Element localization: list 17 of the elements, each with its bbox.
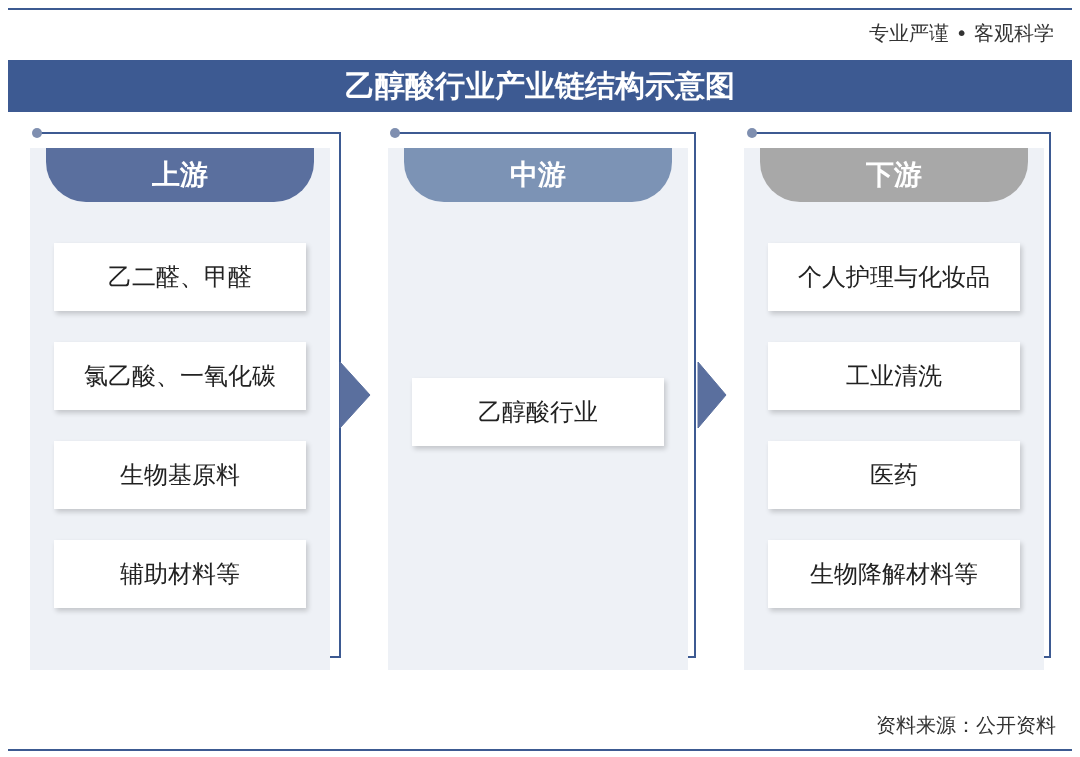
chevron-arrow xyxy=(697,361,727,429)
item-box: 医药 xyxy=(768,441,1020,509)
item-box: 工业清洗 xyxy=(768,342,1020,410)
slogan: 专业严谨 • 客观科学 xyxy=(869,20,1054,47)
stage-header: 下游 xyxy=(760,148,1028,202)
stage-header: 上游 xyxy=(46,148,314,202)
item-box: 生物降解材料等 xyxy=(768,540,1020,608)
chevron-arrow xyxy=(339,361,371,429)
item-box: 生物基原料 xyxy=(54,441,306,509)
item-box: 氯乙酸、一氧化碳 xyxy=(54,342,306,410)
item-box: 辅助材料等 xyxy=(54,540,306,608)
source-note: 资料来源：公开资料 xyxy=(876,712,1056,739)
item-box: 乙醇酸行业 xyxy=(412,378,664,446)
title-bar: 乙醇酸行业产业链结构示意图 xyxy=(8,60,1072,112)
stage-header: 中游 xyxy=(404,148,672,202)
item-box: 乙二醛、甲醛 xyxy=(54,243,306,311)
item-box: 个人护理与化妆品 xyxy=(768,243,1020,311)
